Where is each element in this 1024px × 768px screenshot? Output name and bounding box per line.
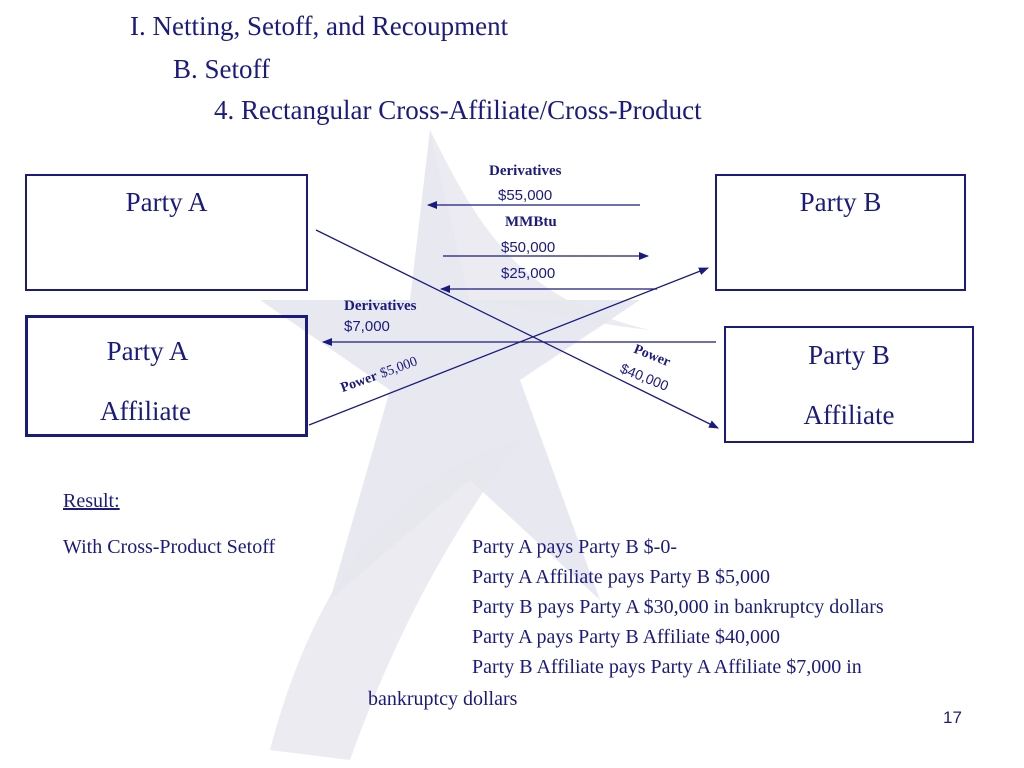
result-line-2: Party A Affiliate pays Party B $5,000 [472, 566, 770, 588]
party-b-label: Party B [799, 187, 882, 217]
page-number: 17 [943, 708, 962, 727]
party-b-affiliate-label-line1: Party B [808, 340, 890, 370]
arrow-power-5000 [308, 267, 709, 426]
result-line-1: Party A pays Party B $-0- [472, 536, 677, 558]
result-title: Result: [63, 490, 120, 512]
party-a-box: Party A [25, 174, 308, 291]
party-b-box: Party B [715, 174, 966, 291]
result-line-4: Party A pays Party B Affiliate $40,000 [472, 626, 780, 648]
party-a-affiliate-label-line1: Party A [106, 336, 189, 366]
result-continuation: bankruptcy dollars [368, 688, 518, 710]
heading-level-3: 4. Rectangular Cross-Affiliate/Cross-Pro… [214, 95, 702, 125]
mmbtu-label: MMBtu [505, 214, 557, 230]
party-a-label: Party A [125, 187, 208, 217]
party-b-affiliate-box: Party B Affiliate [724, 326, 974, 443]
party-a-affiliate-box: Party A Affiliate [25, 315, 308, 437]
mmbtu-amount-2: $25,000 [501, 265, 556, 282]
result-line-3: Party B pays Party A $30,000 in bankrupt… [472, 596, 884, 618]
arrow-power-40000 [315, 229, 719, 429]
derivatives-mid-label: Derivatives [344, 298, 417, 314]
result-line-5: Party B Affiliate pays Party A Affiliate… [472, 656, 862, 678]
party-a-affiliate-label-line2: Affiliate [100, 396, 191, 426]
derivatives-mid-amount: $7,000 [344, 318, 390, 335]
result-left-label: With Cross-Product Setoff [63, 536, 276, 558]
derivatives-top-amount: $55,000 [498, 187, 553, 204]
party-b-affiliate-label-line2: Affiliate [803, 400, 895, 430]
derivatives-top-label: Derivatives [489, 163, 562, 179]
heading-level-2: B. Setoff [173, 54, 271, 84]
heading-level-1: I. Netting, Setoff, and Recoupment [130, 11, 509, 41]
mmbtu-amount-1: $50,000 [501, 239, 556, 256]
